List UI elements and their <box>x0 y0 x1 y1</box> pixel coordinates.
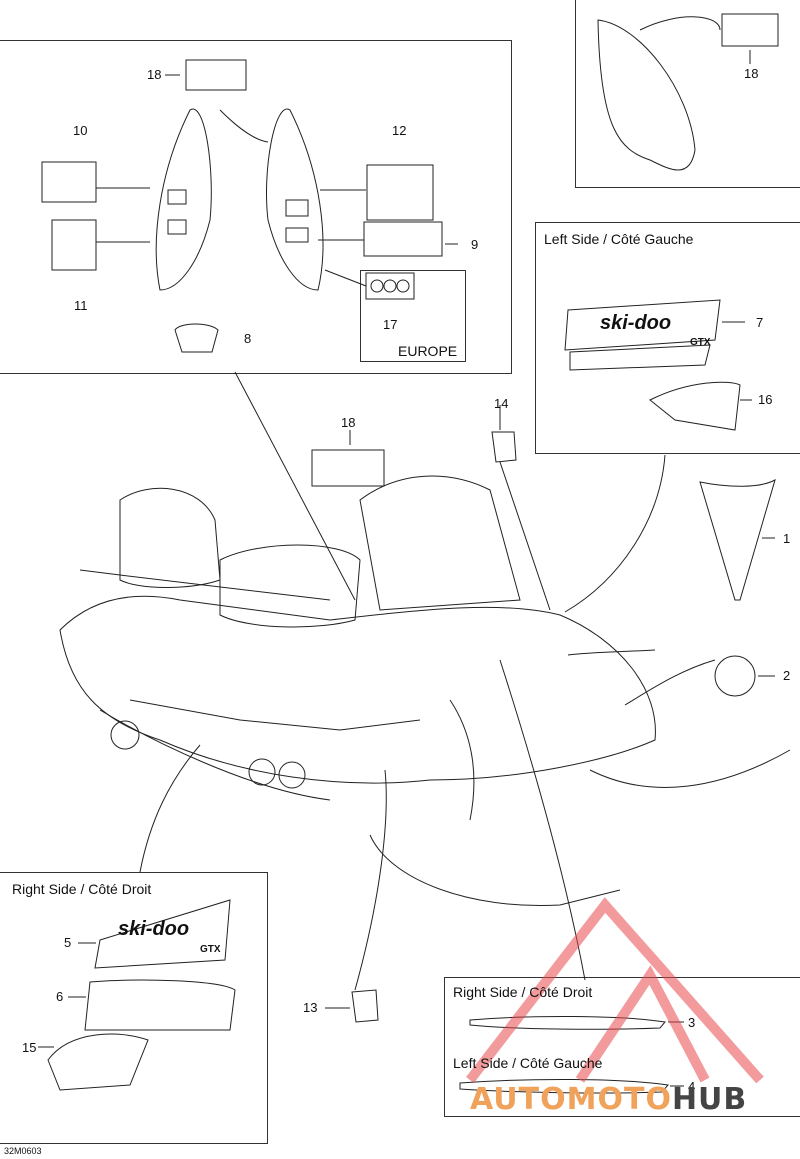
label-17 <box>365 272 415 300</box>
callout-4: 4 <box>688 1079 696 1094</box>
fairing-top-right <box>597 19 696 171</box>
decal-11-mark <box>167 219 187 235</box>
europe-label: EUROPE <box>398 343 458 359</box>
arrow-18 <box>219 109 269 143</box>
ski-left <box>369 834 621 907</box>
callout-1: 1 <box>783 531 791 546</box>
callout-5: 5 <box>64 935 72 950</box>
decal-4 <box>459 1078 669 1094</box>
right-side-title-bottom-left: Right Side / Côté Droit <box>12 881 152 897</box>
decal-13 <box>351 989 379 1023</box>
label-9 <box>363 221 443 257</box>
sticker-model-bottom: GTX <box>200 944 221 955</box>
europe-box <box>360 270 466 362</box>
watermark-text: AUTOMOTOHUB <box>470 1082 747 1117</box>
left-side-title-bottom-right: Left Side / Côté Gauche <box>453 1055 603 1071</box>
right-side-title-bottom-right: Right Side / Côté Droit <box>453 984 593 1000</box>
callout-18-right: 18 <box>744 66 759 81</box>
callout-6: 6 <box>56 989 64 1004</box>
snowmobile-body <box>59 595 656 784</box>
callout-3: 3 <box>688 1015 696 1030</box>
rear-seat <box>119 487 221 588</box>
decal-1 <box>699 479 776 601</box>
callout-13: 13 <box>303 1000 318 1015</box>
right-side-panel-bottom-left <box>0 872 268 1144</box>
decal-3-4-panel <box>444 977 800 1117</box>
inner-fairing-right <box>266 108 324 291</box>
callout-12: 12 <box>392 123 407 138</box>
label-18-center <box>311 449 385 487</box>
top-left-panel <box>0 40 512 374</box>
decal-6 <box>84 979 236 1031</box>
decal-5 <box>94 899 231 969</box>
callout-14: 14 <box>494 396 509 411</box>
emblem-8 <box>174 323 219 353</box>
watermark-part2: HUB <box>671 1082 748 1117</box>
decal-12-mark <box>285 199 309 217</box>
callout-7: 7 <box>756 315 764 330</box>
left-side-title-top: Left Side / Côté Gauche <box>544 231 694 247</box>
bogie-wheel-1 <box>110 720 140 750</box>
callout-9: 9 <box>471 237 479 252</box>
decal-14 <box>491 431 517 463</box>
decal-15 <box>47 1033 149 1091</box>
left-side-panel <box>535 222 800 454</box>
suspension <box>449 699 475 821</box>
decal-10-mark <box>167 189 187 205</box>
track <box>99 709 331 801</box>
decal-9-mark <box>285 227 309 243</box>
reference-code: 32M0603 <box>4 1146 42 1156</box>
watermark-part1: AUTOMOTO <box>470 1082 672 1117</box>
callout-10: 10 <box>73 123 88 138</box>
sticker-model-top: GTX <box>690 337 711 348</box>
callout-16: 16 <box>758 392 773 407</box>
ski-right <box>589 749 791 788</box>
seat <box>219 544 361 628</box>
callout-17: 17 <box>383 317 398 332</box>
callout-2: 2 <box>783 668 791 683</box>
sticker-brand-top: ski-doo <box>600 312 672 334</box>
callout-15: 15 <box>22 1040 37 1055</box>
decal-7 <box>564 299 721 351</box>
watermark-logo <box>466 897 764 1084</box>
callout-18-top: 18 <box>147 67 162 82</box>
callout-11: 11 <box>74 298 88 313</box>
label-12 <box>366 164 434 221</box>
inner-fairing-left <box>155 108 212 291</box>
label-11 <box>51 219 97 271</box>
callout-8: 8 <box>244 331 252 346</box>
label-18-right <box>721 13 779 47</box>
callout-18-center: 18 <box>341 415 356 430</box>
badge-2 <box>714 655 756 697</box>
decal-16 <box>649 381 741 431</box>
label-18-top <box>185 59 247 91</box>
decal-3 <box>469 1015 666 1030</box>
label-10 <box>41 161 97 203</box>
sticker-brand-bottom: ski-doo <box>118 918 190 940</box>
windshield <box>359 475 521 611</box>
top-right-panel <box>575 0 800 188</box>
